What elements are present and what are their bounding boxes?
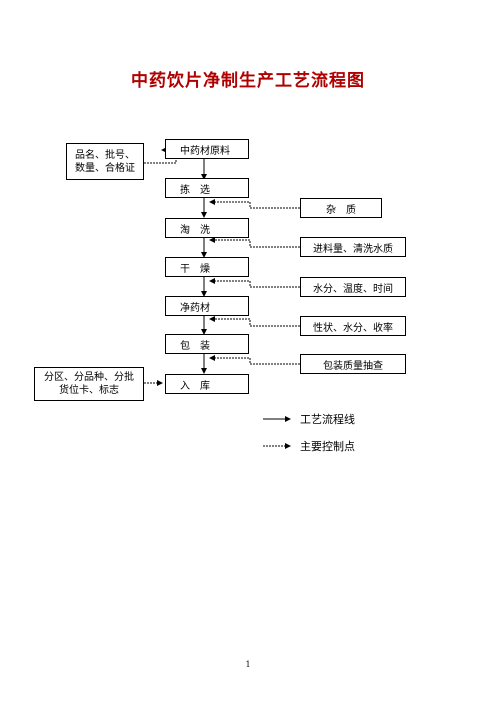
control-point-impurities: 杂 质 (300, 198, 382, 218)
step-sorting: 拣 选 (165, 178, 249, 198)
legend-control-label: 主要控制点 (300, 440, 355, 453)
input-storage-info: 分区、分品种、分批 货位卡、标志 (34, 367, 144, 401)
control-point-washing: 进料量、清洗水质 (300, 237, 406, 257)
page-number: 1 (245, 660, 251, 669)
step-packaging: 包 装 (165, 334, 249, 354)
step-warehousing: 入 库 (165, 374, 249, 394)
input-raw-material-info: 品名、批号、 数量、合格证 (66, 143, 144, 180)
control-point-drying: 水分、温度、时间 (300, 277, 406, 297)
legend-process-label: 工艺流程线 (300, 413, 355, 426)
page-title: 中药饮片净制生产工艺流程图 (131, 71, 365, 91)
step-drying: 干 燥 (165, 257, 249, 277)
step-raw-material: 中药材原料 (165, 139, 249, 159)
control-point-packaging: 包装质量抽查 (300, 354, 406, 374)
step-clean-material: 净药材 (165, 296, 249, 316)
control-point-material: 性状、水分、收率 (300, 316, 406, 336)
step-washing: 淘 洗 (165, 218, 249, 238)
